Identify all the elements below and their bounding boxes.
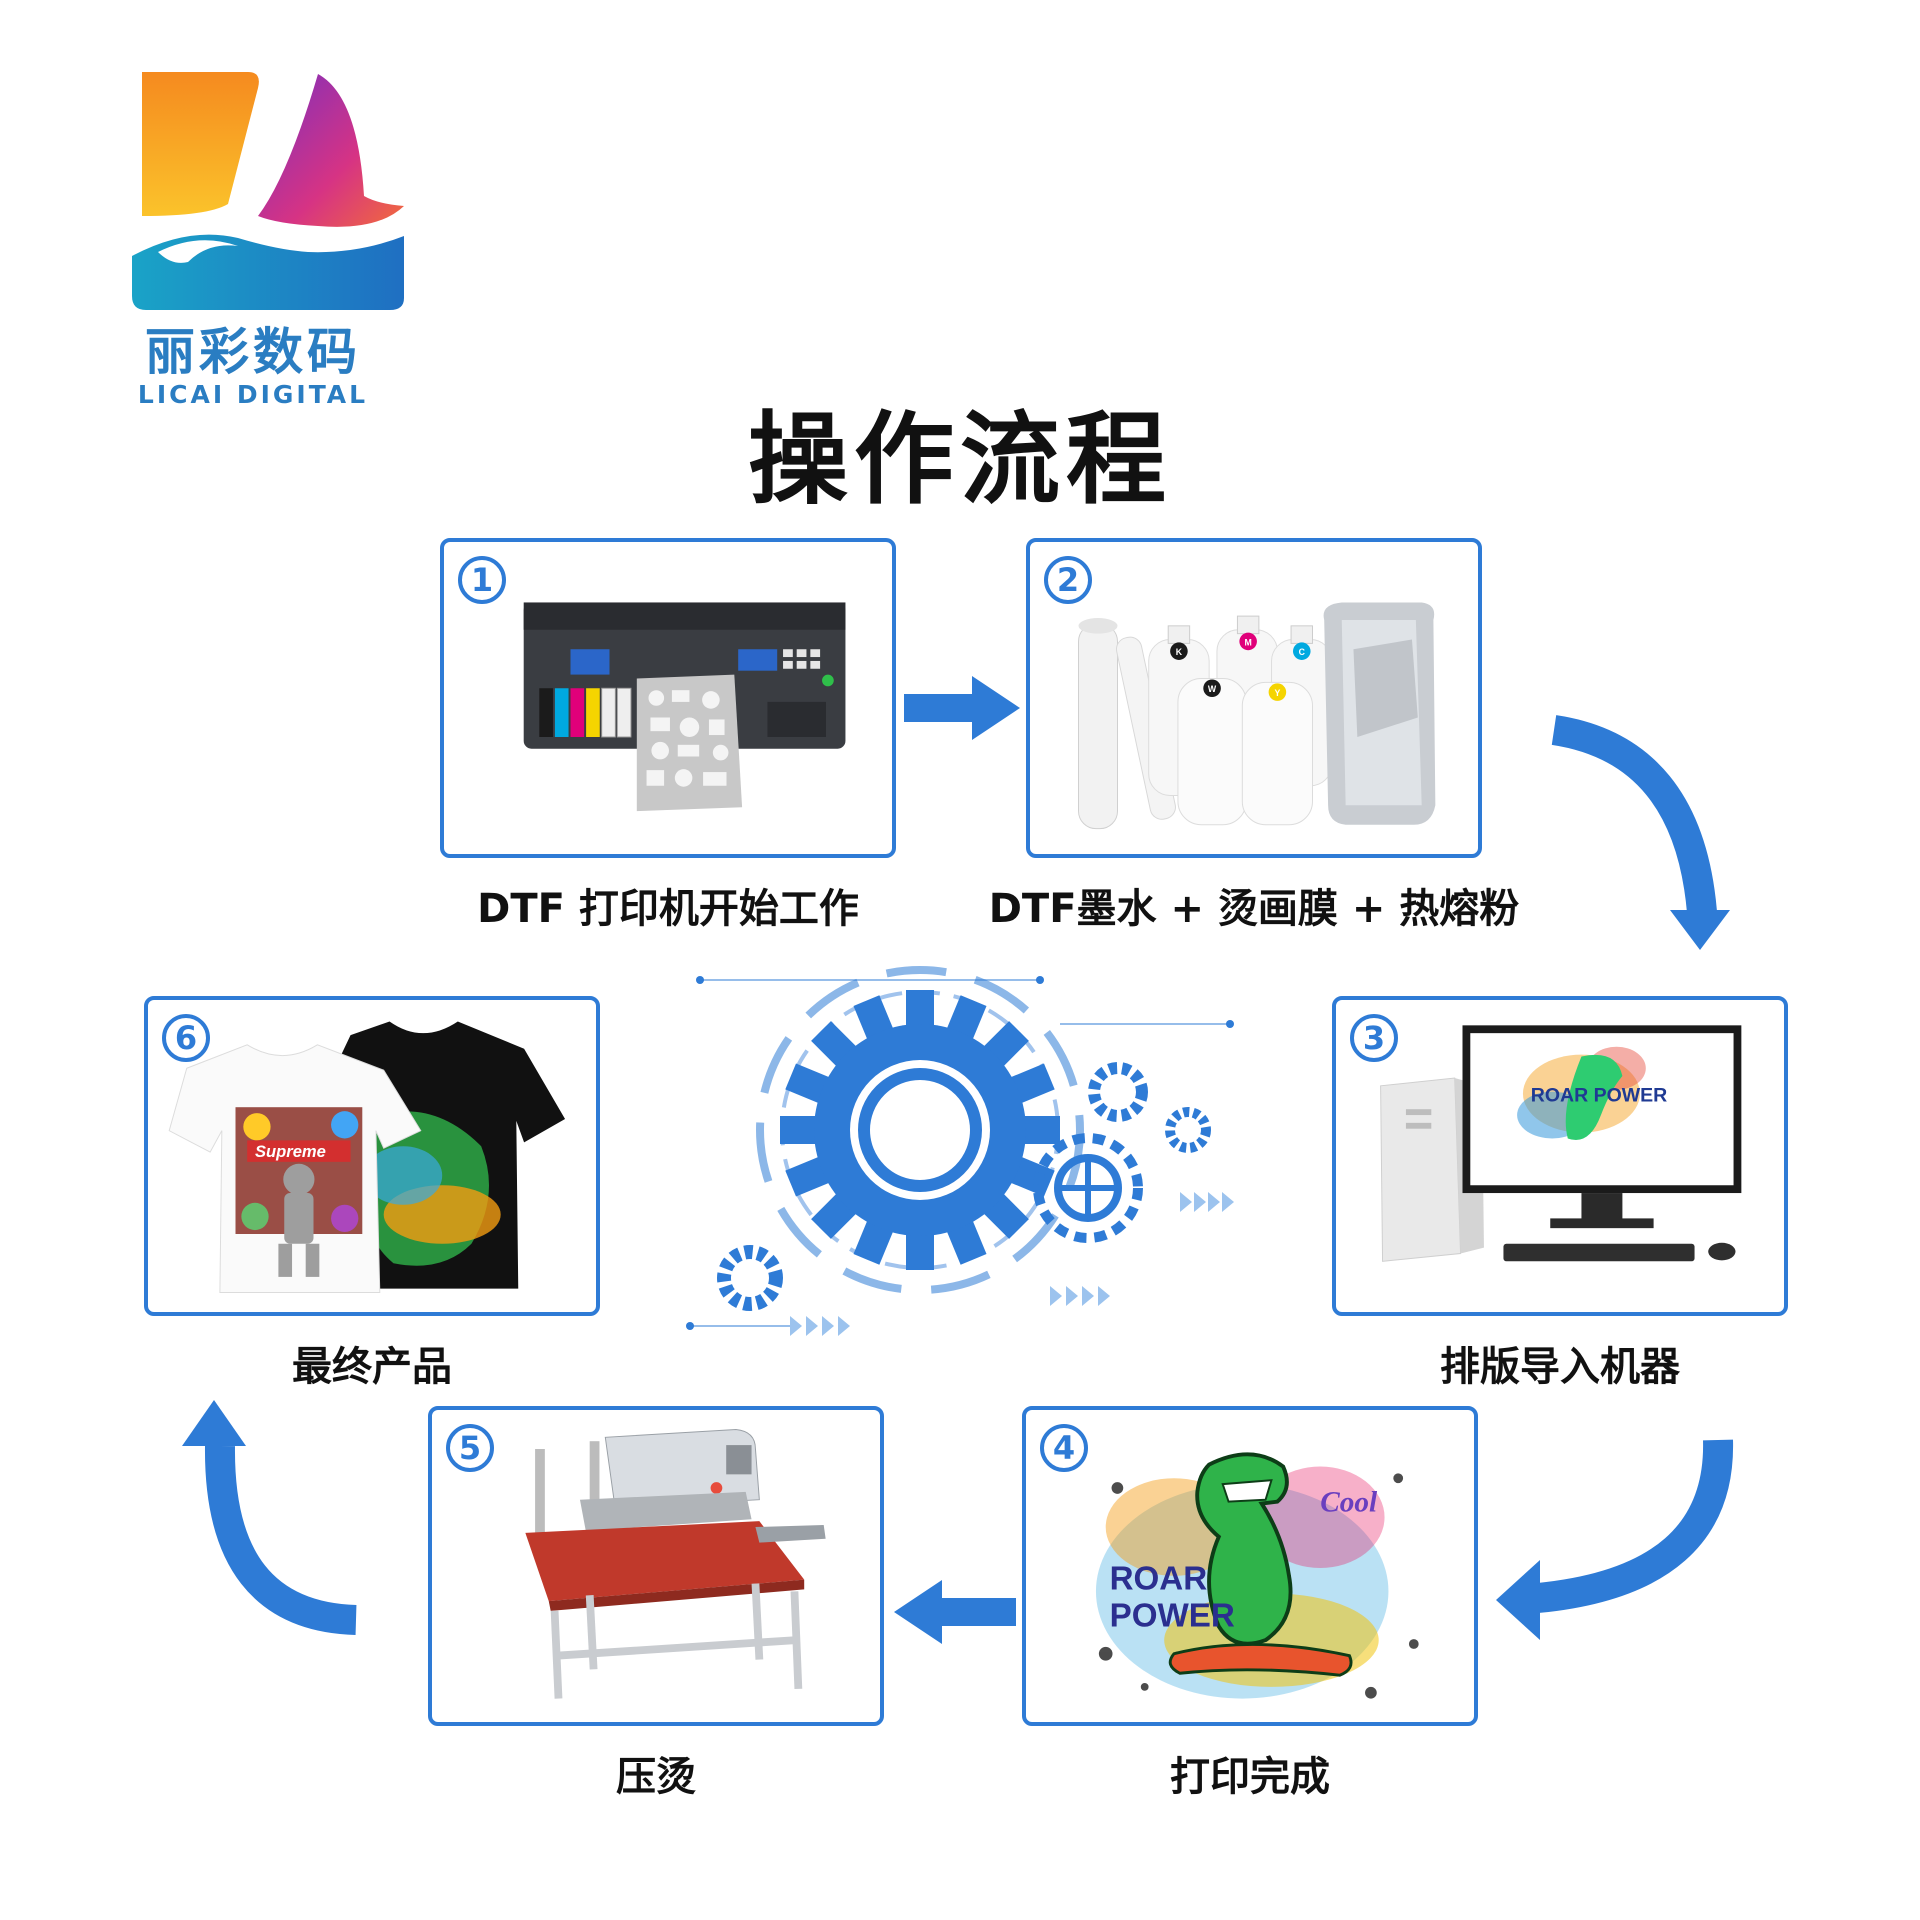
step-number-4: 4 <box>1040 1424 1088 1472</box>
step-number-3: 3 <box>1350 1014 1398 1062</box>
arrow-left-icon <box>894 1580 1016 1644</box>
curved-arrow-down-icon <box>1554 730 1702 912</box>
curved-arrow-up-icon <box>220 1446 356 1620</box>
step-number-1: 1 <box>458 556 506 604</box>
step-number-5: 5 <box>446 1424 494 1472</box>
step-number-2: 2 <box>1044 556 1092 604</box>
curved-arrow-left-icon <box>1538 1440 1718 1598</box>
gear-decoration <box>680 960 1240 1360</box>
step-number-6: 6 <box>162 1014 210 1062</box>
large-gear-icon <box>780 990 1060 1270</box>
arrow-right-icon <box>904 676 1020 740</box>
